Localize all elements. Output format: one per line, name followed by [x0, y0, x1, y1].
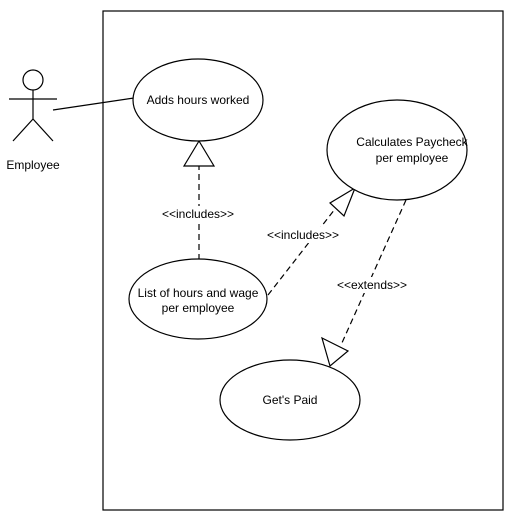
actor-employee[interactable]: Employee	[6, 69, 60, 172]
label-background	[263, 227, 343, 243]
extends-connector	[340, 199, 407, 346]
include-connector-2	[267, 208, 336, 296]
use-case-ellipse	[132, 58, 264, 142]
actor-head	[22, 69, 44, 91]
includes-label-2: <<includes>>	[267, 228, 339, 242]
use-case-ellipse	[219, 359, 361, 441]
use-case-adds-hours-worked[interactable]: Adds hours worked	[132, 58, 264, 142]
use-case-label: Get's Paid	[263, 393, 318, 407]
extends-arrowhead	[321, 336, 350, 368]
use-case-label-line-2: per employee	[376, 151, 449, 165]
use-case-label-line-1: List of hours and wage	[138, 286, 259, 300]
use-case-label-line-2: per employee	[162, 301, 235, 315]
includes-label-1-group: <<includes>>	[158, 206, 238, 222]
actor-left-leg	[12, 118, 34, 142]
use-case-label: Adds hours worked	[147, 93, 250, 107]
use-case-ellipse	[128, 258, 268, 340]
use-case-calculates-paycheck[interactable]: Calculates Paycheck per employee	[326, 99, 469, 201]
includes-label-2-group: <<includes>>	[263, 227, 343, 243]
association-line	[52, 97, 135, 111]
use-case-label-line-1: Calculates Paycheck	[356, 135, 468, 149]
use-case-ellipse	[326, 99, 468, 201]
actor-label: Employee	[6, 158, 60, 172]
label-background	[158, 206, 238, 222]
extends-label: <<extends>>	[337, 278, 407, 292]
include-arrowhead-2	[329, 186, 357, 218]
include-arrowhead-1	[182, 139, 216, 167]
extends-label-group: <<extends>>	[333, 277, 411, 293]
label-background	[333, 277, 411, 293]
use-case-list-hours-wage[interactable]: List of hours and wage per employee	[128, 258, 268, 340]
use-case-gets-paid[interactable]: Get's Paid	[219, 359, 361, 441]
includes-label-1: <<includes>>	[162, 207, 234, 221]
actor-right-leg	[32, 118, 54, 142]
